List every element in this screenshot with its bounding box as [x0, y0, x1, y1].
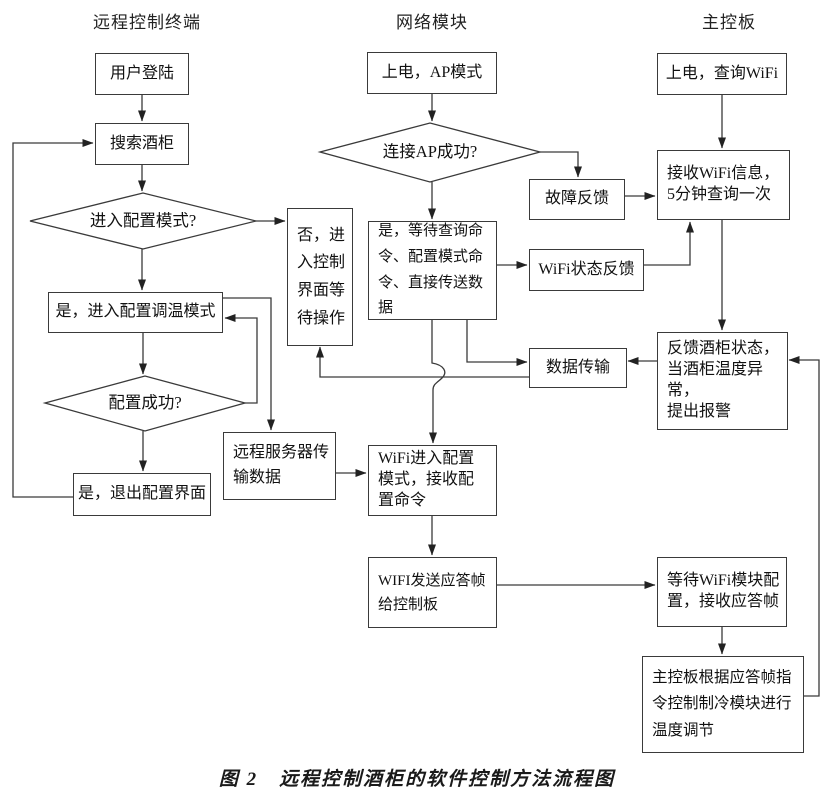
node-wifi-enter-config: WiFi进入配置 模式，接收配 置命令 [368, 445, 497, 516]
decision-enter-config-label: 进入配置模式? [89, 211, 197, 230]
decision-connect-ap-label: 连接AP成功? [382, 142, 478, 161]
node-fault-feedback: 故障反馈 [529, 179, 625, 220]
node-no-control-interface: 否，进 入控制 界面等 待操作 [287, 208, 353, 346]
column-header-terminal: 远程控制终端 [93, 13, 201, 32]
node-exit-config: 是，退出配置界面 [73, 473, 211, 516]
node-mainboard-temp-control: 主控板根据应答帧指 令控制制冷模块进行 温度调节 [642, 656, 804, 753]
node-data-transfer: 数据传输 [529, 348, 627, 388]
decision-config-ok-label: 配置成功? [108, 393, 182, 412]
node-enter-temp-config: 是，进入配置调温模式 [48, 292, 223, 333]
node-remote-server-transfer: 远程服务器传 输数据 [223, 432, 336, 500]
figure-caption: 图 2 远程控制酒柜的软件控制方法流程图 [218, 769, 616, 790]
node-wifi-status-feedback: WiFi状态反馈 [529, 249, 644, 291]
node-power-ap-mode: 上电，AP模式 [367, 52, 497, 94]
column-header-network: 网络模块 [396, 13, 468, 32]
node-user-login: 用户登陆 [95, 53, 189, 95]
node-search-cabinet: 搜索酒柜 [95, 123, 189, 165]
node-power-query-wifi: 上电，查询WiFi [657, 53, 787, 95]
node-wifi-send-ack: WIFI发送应答帧 给控制板 [368, 557, 497, 628]
node-receive-wifi-info: 接收WiFi信息， 5分钟查询一次 [657, 150, 790, 220]
node-feedback-cabinet-status: 反馈酒柜状态， 当酒柜温度异常， 提出报警 [657, 332, 788, 430]
node-wait-wifi-module: 等待WiFi模块配 置，接收应答帧 [657, 557, 787, 627]
column-header-mainboard: 主控板 [702, 13, 756, 32]
node-wait-commands: 是，等待查询命 令、配置模式命 令、直接传送数据 [368, 221, 497, 320]
